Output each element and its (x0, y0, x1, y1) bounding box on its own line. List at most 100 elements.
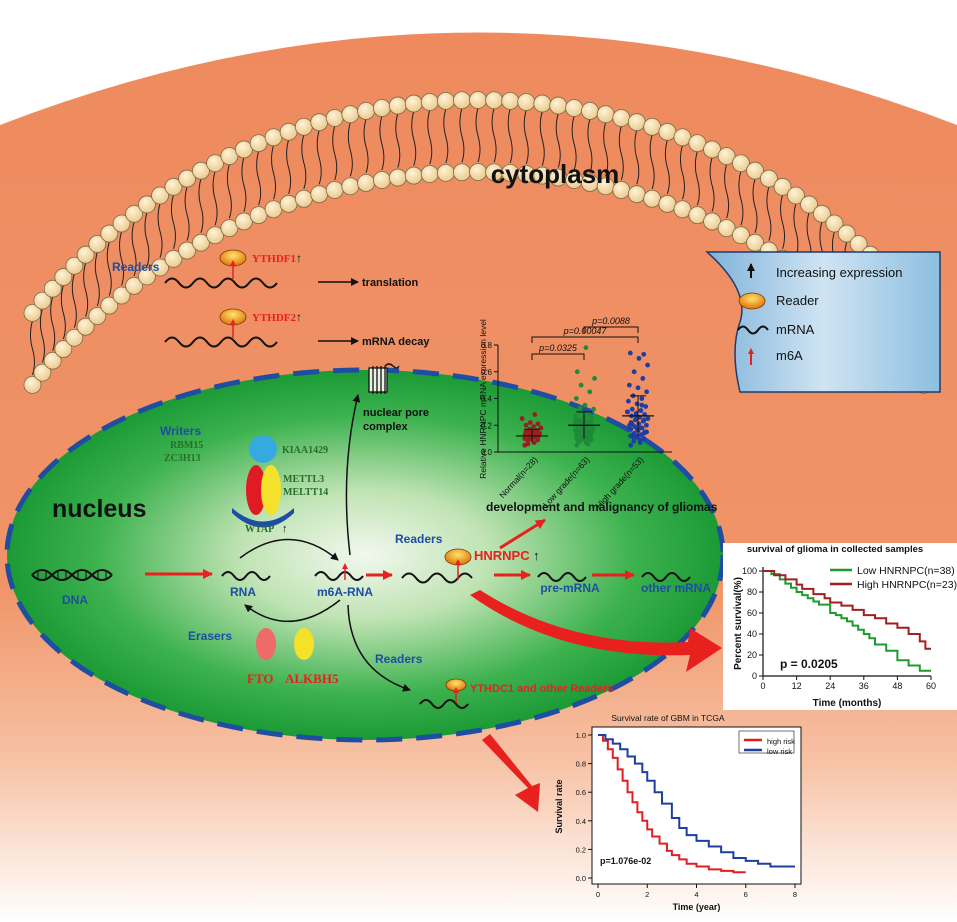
mrna-decay-label: mRNA decay (362, 336, 430, 348)
lipid-head (627, 185, 646, 204)
data-point (527, 420, 533, 425)
lipid-tail (411, 111, 417, 166)
survival-curve (763, 570, 931, 672)
lipid-tail (39, 308, 45, 363)
lipid-head (643, 189, 662, 208)
lipid-tail (157, 203, 163, 258)
y-tick-label: 0.8 (481, 341, 493, 350)
data-point (535, 421, 541, 427)
lipid-tail (694, 151, 700, 206)
data-point (523, 422, 529, 428)
lipid-head (800, 195, 818, 214)
data-point (636, 421, 642, 427)
lipid-tail (649, 134, 655, 189)
data-point (641, 430, 647, 436)
lipid-tail (60, 284, 66, 340)
lipid-head (658, 122, 677, 141)
lipid-tail (475, 107, 481, 163)
data-point (573, 396, 579, 401)
lipid-tail (709, 157, 715, 212)
lipid-head (658, 194, 677, 213)
lipid-head (732, 154, 750, 173)
hnrnpc-up-arrow-icon: ↑ (533, 548, 540, 563)
data-point (531, 424, 537, 429)
ythdc1-label: YTHDC1 and other Readers (470, 683, 614, 695)
data-point (577, 405, 583, 411)
legend-label-mrna: mRNA (776, 322, 815, 337)
lipid-head (703, 212, 721, 231)
ythdf1-label: YTHDF1 (252, 253, 296, 265)
ythdf2-label: YTHDF2 (252, 312, 297, 324)
ythdf2-up-arrow-icon: ↑ (296, 310, 302, 324)
dna-helix-icon (31, 569, 113, 581)
x-tick-label: 0 (760, 681, 765, 691)
wtap-up-arrow-icon: ↑ (282, 523, 288, 535)
mettl14-icon (261, 465, 281, 515)
m6a-rna-wave (314, 571, 364, 581)
dna-label: DNA (62, 593, 88, 607)
lipid-head (100, 224, 119, 243)
lipid-tail (459, 108, 465, 163)
data-point (592, 376, 597, 381)
survival-curve (598, 734, 795, 868)
data-point (574, 442, 580, 448)
to-survival-chart-arrow (470, 590, 722, 672)
chart-title: Survival rate of GBM in TCGA (611, 713, 725, 723)
data-point (634, 426, 640, 432)
data-point (639, 402, 645, 408)
lipid-tail (780, 194, 786, 249)
x-tick-label: 4 (694, 890, 698, 899)
lipid-tail (144, 212, 150, 267)
lipid-tail (587, 118, 593, 174)
lipid-tail (106, 241, 112, 296)
lipid-head (453, 163, 471, 182)
x-tick-label: 0 (596, 890, 600, 899)
lipid-head (372, 171, 391, 189)
chart-title: survival of glioma in collected samples (747, 544, 923, 555)
lipid-tail (94, 251, 100, 307)
lipid-head (100, 296, 119, 315)
lipid-tail (634, 130, 640, 185)
lipid-head (325, 109, 344, 127)
data-point (644, 422, 649, 428)
lipid-head (249, 206, 268, 225)
lipid-tail (679, 145, 685, 200)
data-point (626, 382, 632, 388)
y-tick-label: 0 (752, 671, 757, 681)
lipid-head (485, 91, 503, 110)
x-tick-label: 36 (859, 681, 869, 691)
lipid-head (88, 235, 107, 253)
lipid-head (746, 233, 764, 252)
data-point (586, 433, 592, 439)
data-point (631, 438, 637, 444)
lipid-head (151, 186, 169, 205)
m6a-rna-label: m6A-RNA (317, 585, 373, 599)
x-tick-label: 48 (892, 681, 902, 691)
lipid-head (837, 224, 856, 243)
lipid-head (581, 101, 599, 120)
lipid-head (533, 94, 552, 113)
data-point (641, 436, 647, 442)
nuclear-pore-label-2: complex (363, 421, 409, 433)
legend-label: high risk (767, 737, 795, 746)
data-point (628, 426, 634, 432)
y-tick-label: 0.2 (576, 845, 586, 854)
lipid-tail (664, 139, 670, 194)
legend-label: Low HNRNPC(n=38) (857, 565, 955, 577)
erasers-title: Erasers (188, 629, 232, 643)
lipid-head (310, 113, 329, 132)
x-tick-label: 12 (792, 681, 802, 691)
ythdf1-up-arrow-icon: ↑ (296, 251, 302, 265)
lipid-tail (443, 108, 449, 164)
lipid-head (436, 163, 455, 182)
lipid-head (746, 161, 764, 180)
lipid-head (220, 219, 239, 238)
lipid-head (825, 214, 844, 233)
ythdc1-reader-icon (445, 678, 467, 692)
y-tick-label: 80 (747, 587, 757, 597)
top-readers-label: Readers (112, 260, 160, 274)
lipid-head (192, 161, 210, 180)
x-tick-label: 6 (744, 890, 748, 899)
